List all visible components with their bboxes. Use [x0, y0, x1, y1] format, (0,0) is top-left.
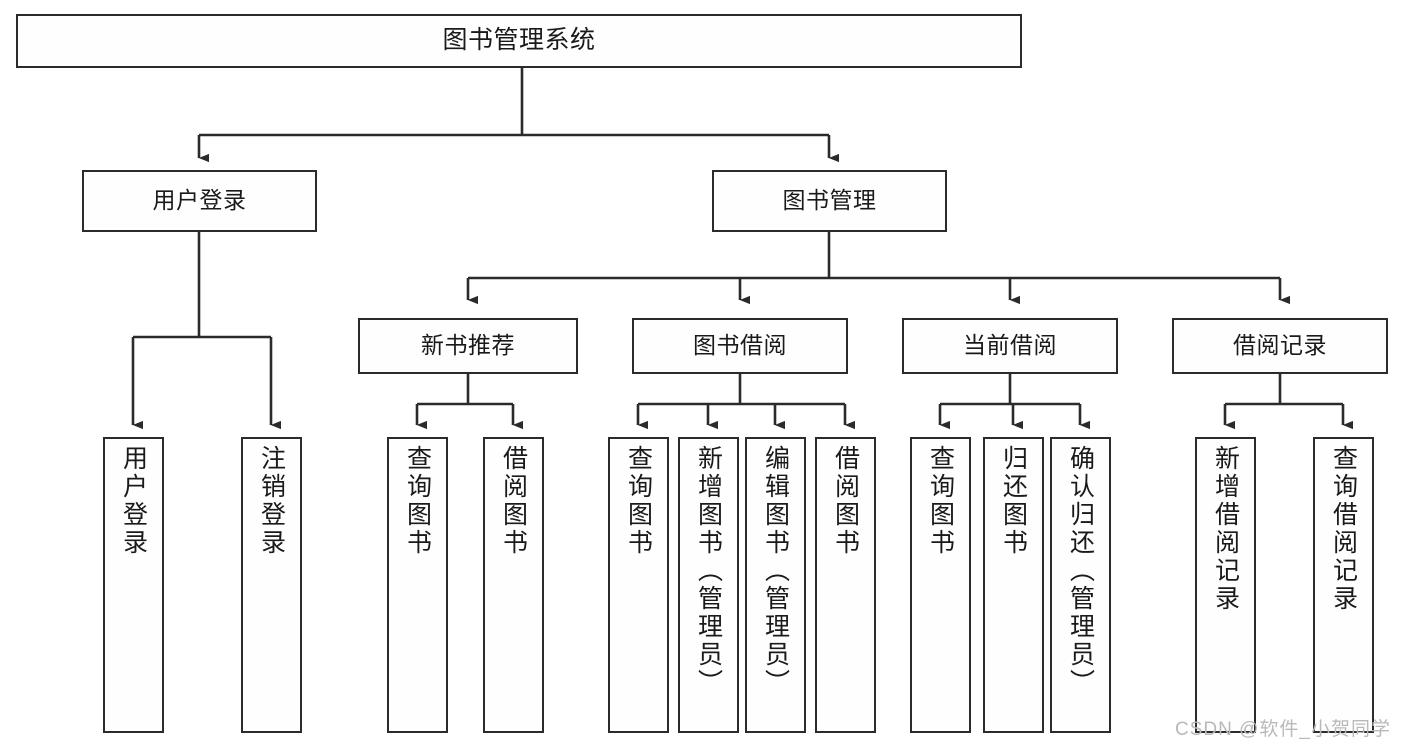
node-current-borrow-label: 当前借阅 — [963, 332, 1057, 359]
node-leaf-add-book[interactable]: 新增图书（管理员） — [678, 437, 739, 733]
node-leaf-return-book-label: 归还图书 — [999, 445, 1028, 557]
node-leaf-query-book-2[interactable]: 查询图书 — [608, 437, 669, 733]
node-leaf-query-book-1-label: 查询图书 — [403, 445, 432, 557]
csdn-watermark: CSDN @软件_小贺同学 — [1175, 719, 1391, 740]
node-leaf-borrow-book-2-label: 借阅图书 — [831, 445, 860, 557]
node-leaf-add-record[interactable]: 新增借阅记录 — [1195, 437, 1256, 733]
node-leaf-edit-book-label: 编辑图书（管理员） — [761, 445, 790, 697]
node-leaf-query-book-3-label: 查询图书 — [926, 445, 955, 557]
node-book-borrow[interactable]: 图书借阅 — [632, 318, 848, 374]
node-new-book-recommend[interactable]: 新书推荐 — [358, 318, 578, 374]
node-leaf-query-record[interactable]: 查询借阅记录 — [1313, 437, 1374, 733]
node-leaf-edit-book[interactable]: 编辑图书（管理员） — [745, 437, 806, 733]
node-leaf-query-record-label: 查询借阅记录 — [1329, 445, 1358, 613]
node-root-system-label: 图书管理系统 — [442, 26, 596, 55]
node-leaf-borrow-book-1-label: 借阅图书 — [499, 445, 528, 557]
node-borrow-record-label: 借阅记录 — [1233, 332, 1327, 359]
node-current-borrow[interactable]: 当前借阅 — [902, 318, 1118, 374]
node-leaf-borrow-book-2[interactable]: 借阅图书 — [815, 437, 876, 733]
node-leaf-confirm-return[interactable]: 确认归还（管理员） — [1050, 437, 1111, 733]
node-leaf-borrow-book-1[interactable]: 借阅图书 — [483, 437, 544, 733]
node-leaf-query-book-3[interactable]: 查询图书 — [910, 437, 971, 733]
node-leaf-user-login[interactable]: 用户登录 — [103, 437, 164, 733]
node-leaf-add-book-label: 新增图书（管理员） — [694, 445, 723, 697]
node-book-borrow-label: 图书借阅 — [693, 332, 787, 359]
node-leaf-query-book-1[interactable]: 查询图书 — [387, 437, 448, 733]
node-leaf-return-book[interactable]: 归还图书 — [983, 437, 1044, 733]
node-leaf-logout-login[interactable]: 注销登录 — [241, 437, 302, 733]
node-leaf-user-login-label: 用户登录 — [119, 445, 148, 557]
node-leaf-confirm-return-label: 确认归还（管理员） — [1066, 445, 1095, 697]
node-root-system[interactable]: 图书管理系统 — [16, 14, 1022, 68]
node-book-manage[interactable]: 图书管理 — [712, 170, 947, 232]
node-new-book-recommend-label: 新书推荐 — [421, 332, 515, 359]
node-leaf-query-book-2-label: 查询图书 — [624, 445, 653, 557]
node-leaf-add-record-label: 新增借阅记录 — [1211, 445, 1240, 613]
node-borrow-record[interactable]: 借阅记录 — [1172, 318, 1388, 374]
node-user-login[interactable]: 用户登录 — [82, 170, 317, 232]
node-user-login-label: 用户登录 — [152, 187, 247, 214]
node-leaf-logout-login-label: 注销登录 — [257, 445, 286, 557]
node-book-manage-label: 图书管理 — [782, 187, 877, 214]
